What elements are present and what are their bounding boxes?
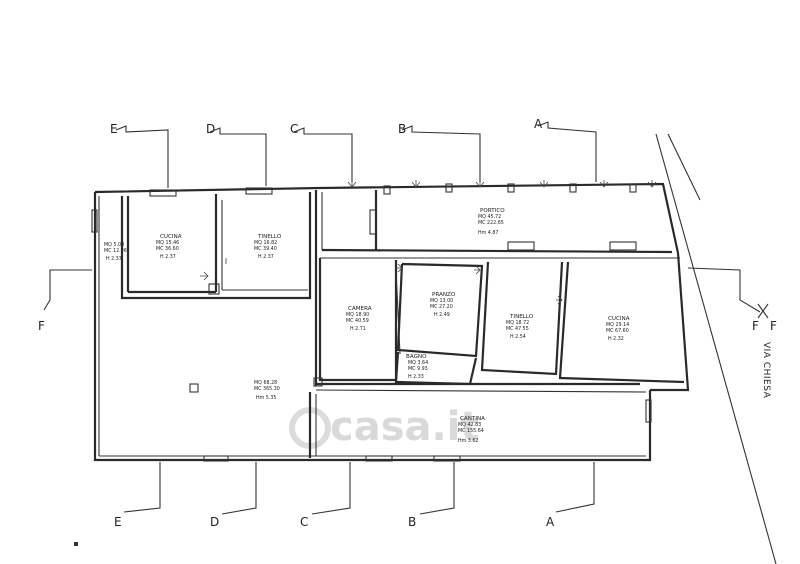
room-label-cucina-1: CUCINA MQ 15.46 MC 36.60 H 2.37 bbox=[156, 234, 182, 260]
section-lines-top bbox=[115, 121, 597, 188]
room-label-cantina: CANTINA MQ 42.83 MC 155.64 Hm 3.62 bbox=[458, 416, 485, 444]
svg-text:PRANZO: PRANZO bbox=[432, 292, 456, 298]
svg-text:BAGNO: BAGNO bbox=[406, 354, 427, 360]
svg-text:CANTINA: CANTINA bbox=[460, 416, 485, 422]
room-label-pranzo: PRANZO MQ 13.00 MC 27.20 H 2.49 bbox=[430, 292, 456, 318]
svg-text:H 2.33: H 2.33 bbox=[408, 374, 424, 380]
street-label: VIA CHIESA bbox=[761, 342, 771, 399]
room-label-portico: PORTICO MQ 45.72 MC 222.65 Hm 4.87 bbox=[478, 208, 505, 236]
room-label-camera: CAMERA MQ 18.90 MC 40.59 H 2.71 bbox=[346, 306, 372, 332]
section-label-top-d: D bbox=[206, 122, 215, 136]
watermark: casa.it bbox=[330, 404, 480, 450]
svg-text:MC 155.64: MC 155.64 bbox=[458, 428, 484, 434]
svg-text:MQ 3.64: MQ 3.64 bbox=[408, 360, 428, 366]
svg-text:MQ 18.90: MQ 18.90 bbox=[346, 312, 369, 318]
svg-text:MC 36.60: MC 36.60 bbox=[156, 246, 179, 252]
room-label-grande: MQ 68.28 MC 365.30 Hm 5.35 bbox=[254, 380, 280, 401]
svg-text:MC 40.59: MC 40.59 bbox=[346, 318, 369, 324]
section-label-bottom-e: E bbox=[114, 515, 122, 529]
svg-text:H 2.37: H 2.37 bbox=[258, 254, 274, 260]
openings bbox=[91, 180, 657, 462]
section-label-bottom-a: A bbox=[546, 515, 555, 529]
street-edge bbox=[655, 133, 777, 564]
section-label-bottom-c: C bbox=[300, 515, 308, 529]
room-label-bagno: BAGNO MQ 3.64 MC 9.93 H 2.33 bbox=[406, 354, 428, 380]
section-label-top-e: E bbox=[110, 122, 118, 136]
section-label-side-left: F bbox=[38, 319, 45, 333]
section-label-bottom-d: D bbox=[210, 515, 219, 529]
svg-text:MC 47.55: MC 47.55 bbox=[506, 326, 529, 332]
svg-text:MQ 5.09: MQ 5.09 bbox=[104, 242, 124, 248]
svg-text:MQ 16.82: MQ 16.82 bbox=[254, 240, 277, 246]
section-lines-bottom bbox=[123, 462, 595, 515]
svg-text:H 2.71: H 2.71 bbox=[350, 326, 366, 332]
svg-text:H 2.37: H 2.37 bbox=[106, 256, 122, 262]
svg-text:MQ 18.72: MQ 18.72 bbox=[506, 320, 529, 326]
svg-text:H 2.32: H 2.32 bbox=[608, 336, 624, 342]
svg-text:TINELLO: TINELLO bbox=[509, 314, 534, 320]
section-label-top-c: C bbox=[290, 122, 298, 136]
svg-text:TINELLO: TINELLO bbox=[257, 234, 282, 240]
interior-walls bbox=[120, 190, 685, 458]
svg-text:CAMERA: CAMERA bbox=[348, 306, 372, 312]
section-label-side-right-2: F bbox=[770, 319, 777, 333]
svg-text:MC 9.93: MC 9.93 bbox=[408, 366, 428, 372]
section-label-top-b: B bbox=[398, 122, 406, 136]
section-lines-side bbox=[43, 267, 769, 319]
section-label-bottom-b: B bbox=[408, 515, 416, 529]
svg-text:MQ 13.00: MQ 13.00 bbox=[430, 298, 453, 304]
svg-text:Hm 4.87: Hm 4.87 bbox=[478, 230, 499, 236]
svg-text:CUCINA: CUCINA bbox=[160, 234, 182, 240]
svg-text:MQ 45.72: MQ 45.72 bbox=[478, 214, 501, 220]
svg-text:CUCINA: CUCINA bbox=[608, 316, 630, 322]
svg-text:MQ 68.28: MQ 68.28 bbox=[254, 380, 277, 386]
svg-text:MC 222.65: MC 222.65 bbox=[478, 220, 504, 226]
svg-text:MC 39.40: MC 39.40 bbox=[254, 246, 277, 252]
corner-mark bbox=[74, 542, 78, 546]
svg-text:MQ 42.83: MQ 42.83 bbox=[458, 422, 481, 428]
svg-text:MQ 15.46: MQ 15.46 bbox=[156, 240, 179, 246]
room-label-tinello-2: TINELLO MQ 18.72 MC 47.55 H 2.54 bbox=[506, 314, 534, 340]
svg-text:MC 12.06: MC 12.06 bbox=[104, 248, 127, 254]
room-label-cucina-2: CUCINA MQ 29.14 MC 67.60 H 2.32 bbox=[606, 316, 630, 342]
svg-text:Hm 5.35: Hm 5.35 bbox=[256, 395, 277, 401]
svg-text:MC 67.60: MC 67.60 bbox=[606, 328, 629, 334]
room-label-tinello-1: TINELLO MQ 16.82 MC 39.40 H 2.37 bbox=[254, 234, 282, 260]
svg-text:MC 27.20: MC 27.20 bbox=[430, 304, 453, 310]
svg-text:H 2.37: H 2.37 bbox=[160, 254, 176, 260]
section-label-top-a: A bbox=[534, 117, 543, 131]
section-label-side-right-1: F bbox=[752, 319, 759, 333]
svg-text:PORTICO: PORTICO bbox=[480, 208, 505, 214]
svg-text:Hm 3.62: Hm 3.62 bbox=[458, 438, 479, 444]
svg-text:MC 365.30: MC 365.30 bbox=[254, 386, 280, 392]
svg-text:H 2.49: H 2.49 bbox=[434, 312, 450, 318]
room-label-small: MQ 5.09 MC 12.06 H 2.37 bbox=[104, 242, 127, 262]
svg-text:H 2.54: H 2.54 bbox=[510, 334, 526, 340]
svg-text:MQ 29.14: MQ 29.14 bbox=[606, 322, 629, 328]
